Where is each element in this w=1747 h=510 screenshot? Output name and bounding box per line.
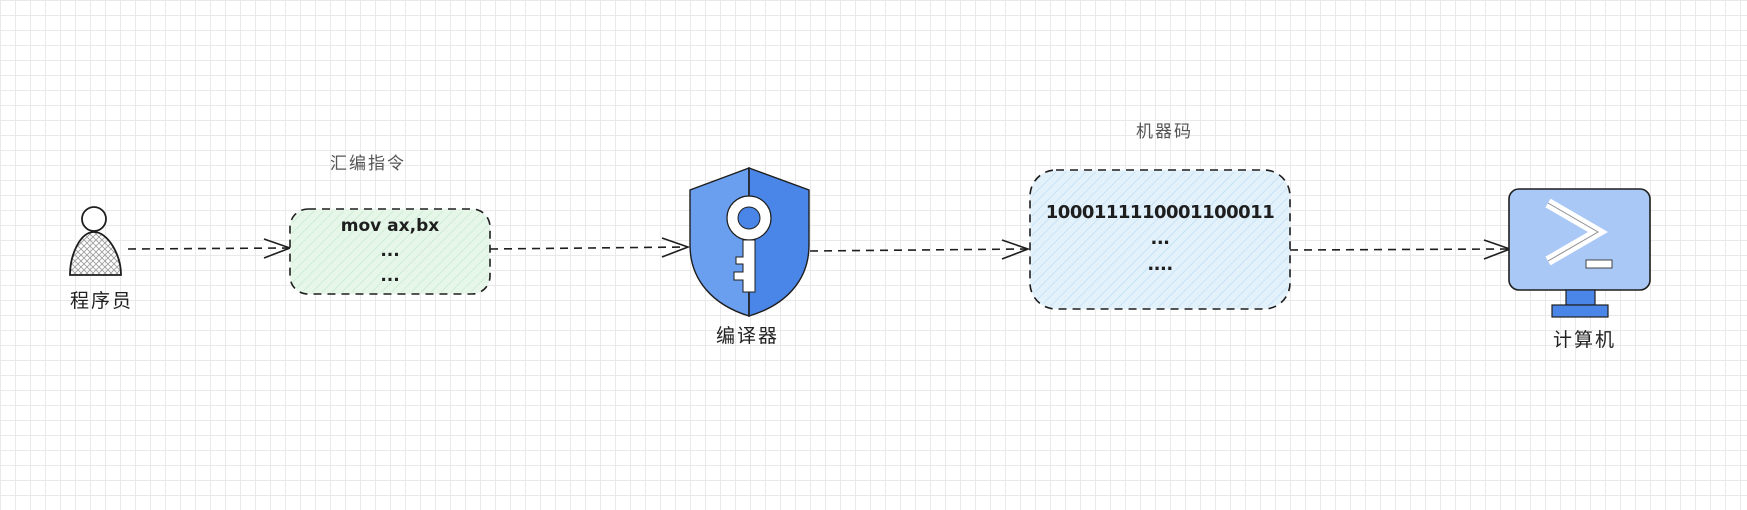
shield-key-icon — [689, 166, 810, 317]
person-icon — [69, 206, 122, 276]
assembly-line: ... — [380, 241, 400, 261]
machine-code-line: ... — [1150, 228, 1170, 249]
edge-programmer-to-assembly — [127, 238, 293, 259]
machine-code-line: 1000111110001100011 — [1045, 202, 1275, 223]
edge-machine-code-to-computer — [1289, 239, 1513, 260]
machine-code-title: 机器码 — [1136, 122, 1193, 142]
machine-code-content: 1000111110001100011 ... .... — [1030, 200, 1290, 278]
edge-assembly-to-compiler — [489, 237, 691, 258]
machine-code-line: .... — [1147, 254, 1173, 275]
computer-label: 计算机 — [1553, 329, 1617, 351]
edge-compiler-to-machine-code — [809, 239, 1031, 260]
assembly-content: mov ax,bx ... ... — [290, 214, 490, 289]
assembly-line: mov ax,bx — [340, 216, 440, 236]
terminal-monitor-icon — [1508, 188, 1651, 318]
assembly-title: 汇编指令 — [330, 154, 406, 174]
compiler-label: 编译器 — [716, 325, 780, 347]
programmer-label: 程序员 — [70, 290, 134, 312]
assembly-line: ... — [380, 266, 400, 286]
